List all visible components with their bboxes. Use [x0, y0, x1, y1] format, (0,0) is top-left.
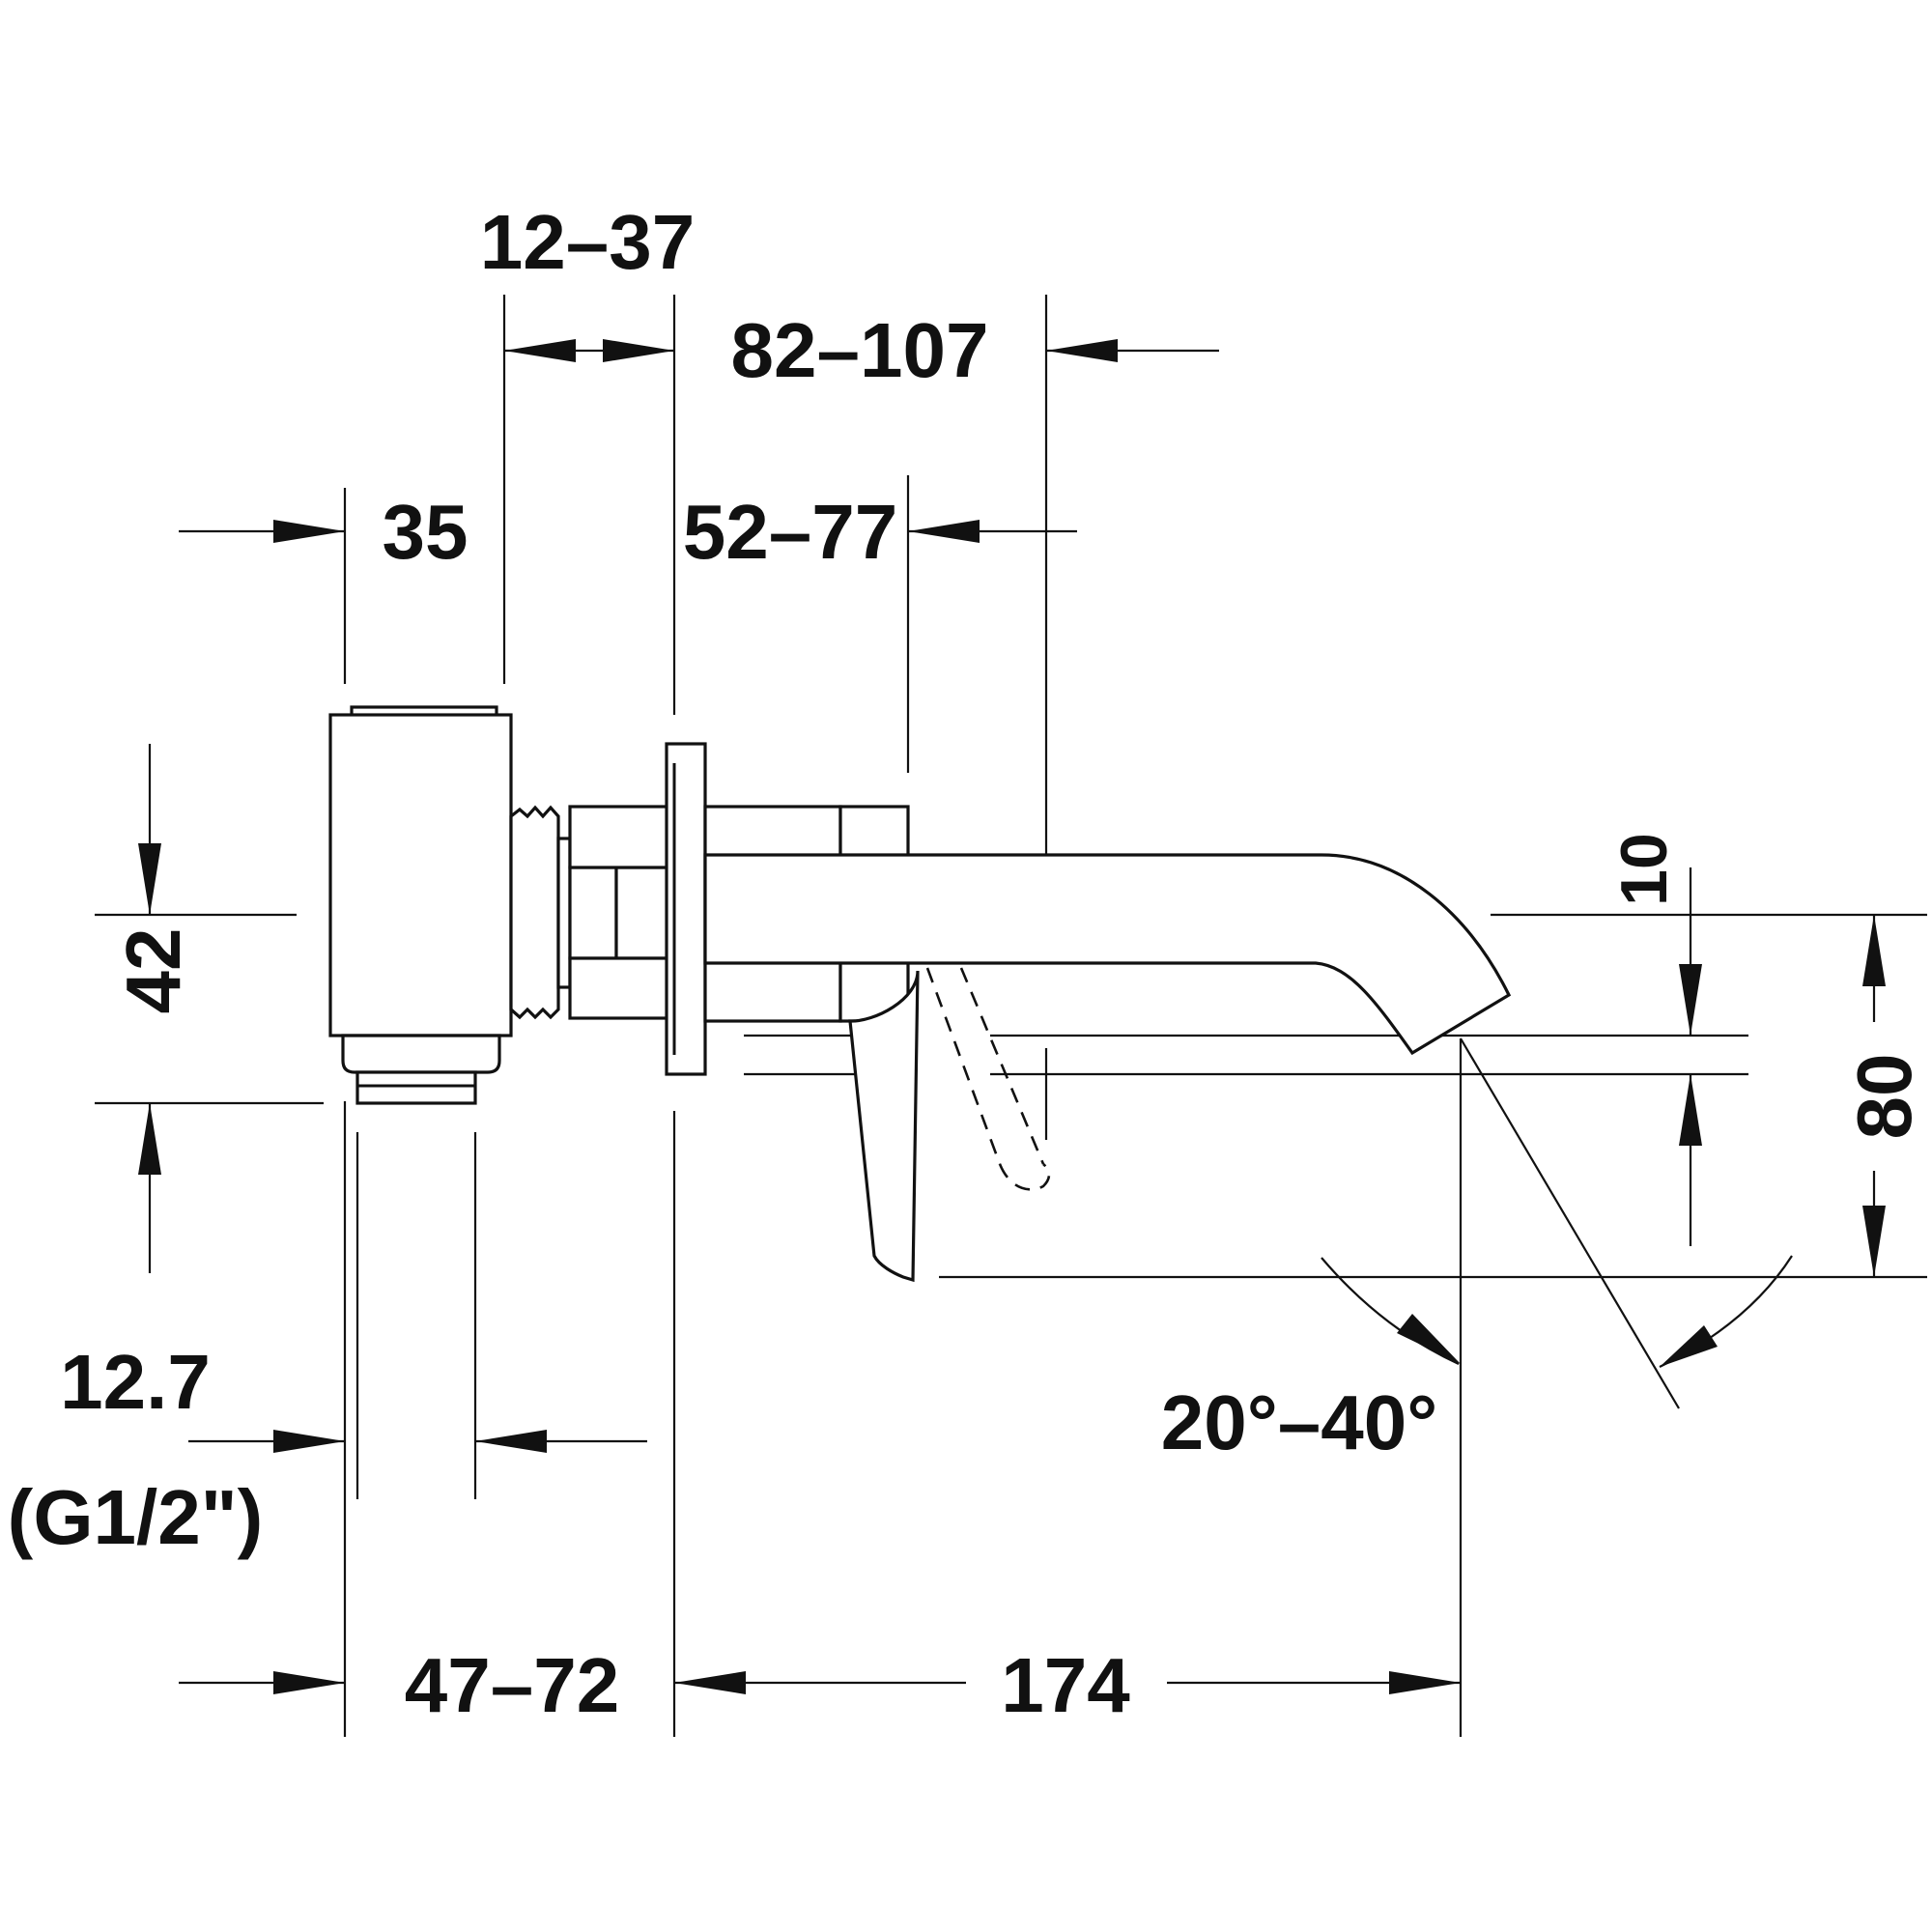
dim-label-top-inner: 12–37 [480, 199, 695, 285]
spout [703, 805, 1512, 1056]
lever-alt-position [925, 967, 1051, 1191]
dim-label-body-depth: 35 [383, 489, 469, 575]
dim-12-37 [504, 339, 674, 362]
dim-80 [1862, 915, 1886, 1277]
dim-35 [179, 520, 345, 543]
faucet-body [328, 705, 513, 1105]
dim-angle [1321, 1255, 1793, 1368]
dim-label-top-outer: 82–107 [731, 307, 989, 393]
extension-lines [95, 295, 1927, 1737]
dim-47-72 [179, 1671, 345, 1694]
threaded-connector [509, 805, 676, 1020]
dim-label-projection: 174 [1001, 1642, 1130, 1728]
dim-label-rosette-to-lever: 52–77 [683, 489, 897, 575]
wall-rosette [665, 742, 707, 1076]
dim-12-7 [188, 1430, 647, 1453]
dim-label-angle: 20°–40° [1161, 1379, 1437, 1465]
dim-label-connection-size: 12.7 [60, 1339, 211, 1425]
dim-10 [1679, 867, 1702, 1246]
dim-174 [674, 1671, 1461, 1694]
dim-82-107 [1046, 339, 1219, 362]
dim-label-body-height: 42 [110, 928, 196, 1014]
dim-label-spout-opening: 10 [1607, 833, 1681, 906]
lever-handle [848, 970, 920, 1283]
dim-52-77 [908, 520, 1077, 543]
dim-label-wall-depth: 47–72 [405, 1642, 619, 1728]
dim-label-thread: (G1/2") [8, 1474, 264, 1560]
dim-label-spout-height: 80 [1841, 1054, 1927, 1140]
dim-42 [138, 744, 161, 1273]
